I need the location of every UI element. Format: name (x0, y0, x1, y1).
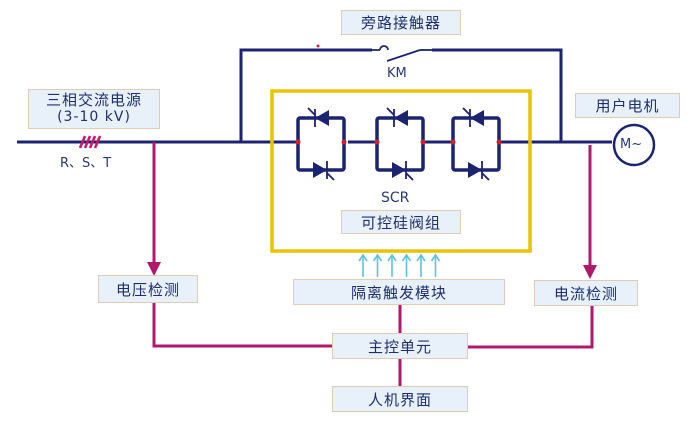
hmi-box: 人机界面 (332, 386, 468, 412)
current-to-control-line (468, 306, 594, 349)
voltage-tap-arrow (147, 262, 161, 276)
junction-node (450, 139, 456, 145)
bypass-line-left (239, 48, 372, 142)
source-voltage: (3-10 kV) (57, 109, 131, 125)
thyristor-gate-icon (405, 161, 414, 181)
junction-node (295, 139, 301, 145)
phase-label: R、S、T (60, 156, 112, 171)
voltage-to-control-line (152, 303, 332, 348)
thyristor-reverse-icon (313, 162, 327, 178)
motor-symbol-text: M~ (620, 137, 643, 152)
current-tap-arrow (583, 265, 597, 279)
scr-group-label: 可控硅阀组 (341, 210, 461, 234)
scr-stage-loop (296, 116, 346, 172)
source-label-box: 三相交流电源 (3-10 kV) (28, 89, 160, 129)
scr-frame (270, 89, 532, 253)
thyristor-reverse-icon (392, 162, 406, 178)
scr-stage (450, 107, 502, 181)
bypass-dot (316, 44, 320, 48)
trigger-signal-arrow (430, 253, 441, 277)
scr-abbr: SCR (381, 190, 410, 206)
scr-stage-loop (451, 116, 501, 172)
scr-stage (295, 107, 347, 181)
bypass-switch-id: KM (387, 66, 407, 81)
main-control-box: 主控单元 (332, 333, 468, 359)
bypass-switch-km (372, 45, 432, 62)
trigger-signal-arrow (401, 253, 412, 277)
motor-symbol (612, 123, 656, 167)
bypass-line-right (432, 48, 563, 142)
source-name: 三相交流电源 (45, 91, 142, 109)
voltage-detect-box: 电压检测 (98, 275, 198, 303)
thyristor-forward-icon (394, 110, 408, 126)
junction-node (496, 139, 502, 145)
thyristor-gate-icon (462, 107, 471, 127)
thyristor-gate-icon (326, 161, 335, 181)
thyristor-forward-icon (315, 110, 329, 126)
thyristor-reverse-icon (468, 162, 482, 178)
trigger-signal-arrow (372, 253, 383, 277)
scr-stage (374, 107, 426, 181)
thyristor-gate-icon (481, 161, 490, 181)
thyristor-forward-icon (470, 110, 484, 126)
motor-label: 用户电机 (575, 93, 680, 118)
trigger-signal-arrow (387, 253, 397, 277)
three-phase-marks (78, 135, 102, 149)
trigger-signal-arrow (358, 253, 368, 277)
junction-node (341, 139, 347, 145)
trigger-signal-arrow (416, 253, 426, 277)
current-detect-box: 电流检测 (534, 280, 638, 306)
scr-stage-loop (375, 116, 425, 172)
thyristor-gate-icon (307, 107, 316, 127)
junction-node (374, 139, 380, 145)
thyristor-gate-icon (386, 107, 395, 127)
trigger-module-box: 隔离触发模块 (293, 279, 505, 305)
bypass-contactor-label: 旁路接触器 (341, 10, 461, 35)
junction-node (420, 139, 426, 145)
